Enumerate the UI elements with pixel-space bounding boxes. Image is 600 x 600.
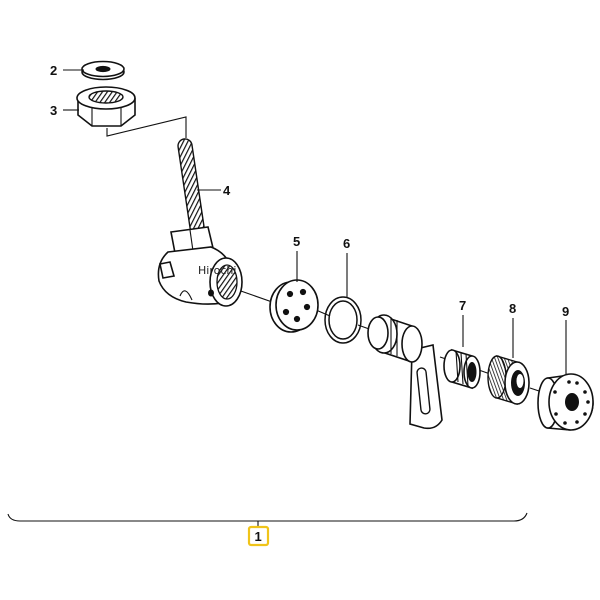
- watermark-text: Hirochi: [198, 264, 236, 277]
- callout-8: 8: [509, 301, 516, 316]
- o-ring-part: [324, 296, 362, 344]
- elbow-body-part: [157, 226, 243, 307]
- assembly-bracket-line: [7, 512, 528, 522]
- callout-4: 4: [223, 183, 231, 198]
- nut-connector-line: [106, 116, 187, 138]
- assembly-number: 1: [255, 529, 262, 544]
- callout-3: 3: [50, 103, 57, 118]
- spring-part: [443, 348, 481, 390]
- callout-leader-lines: [63, 69, 567, 375]
- valve-lever-part: [367, 314, 443, 430]
- knurled-nut-part: [487, 355, 530, 405]
- perforated-disc-part: [269, 279, 319, 333]
- callout-9: 9: [562, 304, 569, 319]
- cap-part: [537, 373, 594, 431]
- callout-2: 2: [50, 63, 57, 78]
- assembly-number-box[interactable]: [247, 525, 270, 547]
- threaded-stem-part: [177, 138, 205, 235]
- callout-6: 6: [343, 236, 350, 251]
- washer-part: [81, 60, 125, 81]
- hex-nut-part: [76, 86, 136, 127]
- callout-7: 7: [459, 298, 466, 313]
- callout-5: 5: [293, 234, 300, 249]
